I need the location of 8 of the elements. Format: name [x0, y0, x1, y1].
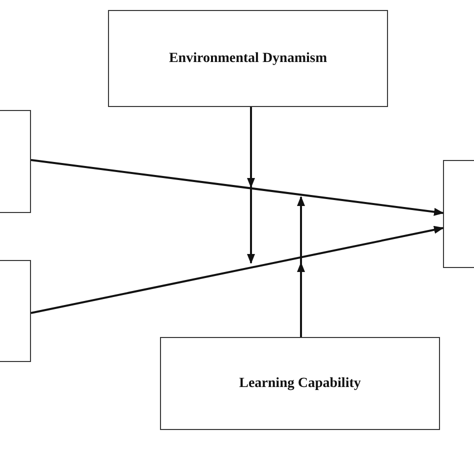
construct-label: Learning Capability — [239, 376, 361, 392]
construct-box — [160, 337, 440, 430]
empty-box — [0, 110, 31, 213]
arrow — [30, 226, 444, 314]
empty-box — [0, 260, 31, 362]
construct-label: Environmental Dynamism — [168, 50, 328, 66]
arrow — [30, 159, 444, 216]
construct-box — [108, 10, 388, 107]
